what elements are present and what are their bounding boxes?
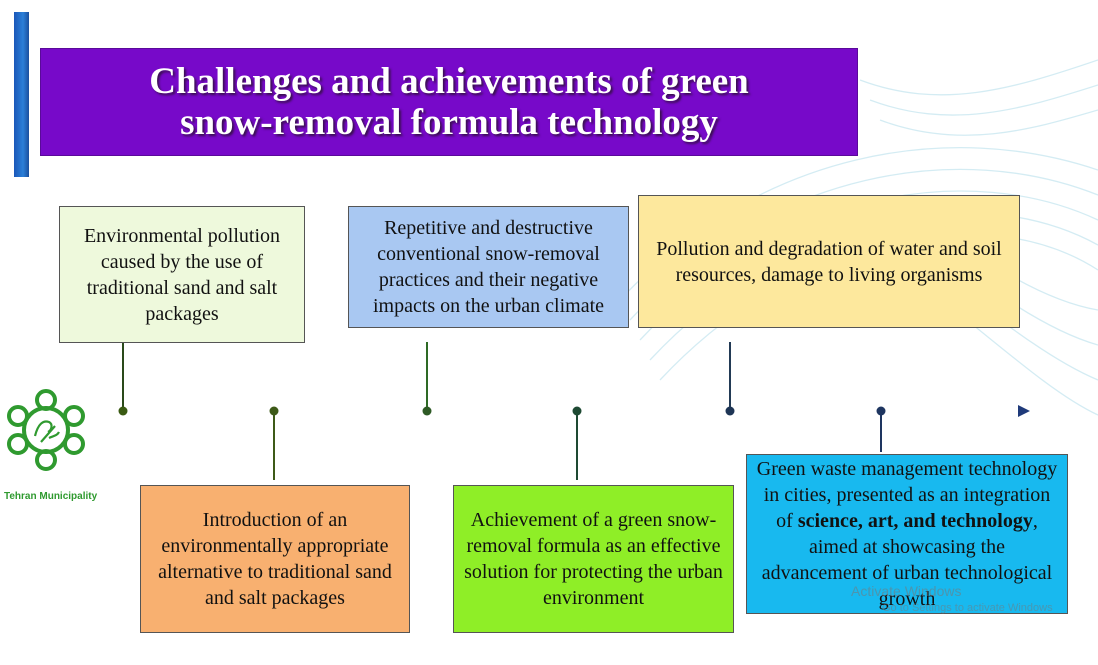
achievement-text-2: Achievement of a green snow-removal form…	[464, 509, 723, 609]
achievement-text-1: Introduction of an environmentally appro…	[158, 509, 392, 609]
timeline-node-4	[572, 406, 582, 416]
challenge-box-3: Pollution and degradation of water and s…	[638, 195, 1020, 328]
achievement-text-3-part-2: , aimed at showcasing the advancement of…	[761, 510, 1053, 610]
timeline-node-3	[422, 406, 432, 416]
achievement-text-3-part-1: Green waste management technology in cit…	[756, 458, 1058, 532]
challenge-box-2: Repetitive and destructive conventional …	[348, 206, 629, 328]
title-banner: Challenges and achievements of green sno…	[40, 48, 858, 156]
activate-windows-subtext: Go to Settings to activate Windows	[882, 602, 1053, 614]
timeline-node-5	[725, 406, 735, 416]
achievement-text-3-bold: science, art, and technology	[797, 510, 1033, 532]
challenge-text-3: Pollution and degradation of water and s…	[656, 237, 1002, 286]
achievement-text-3: Green waste management technology in cit…	[755, 456, 1059, 612]
timeline-node-2	[269, 406, 279, 416]
diagram-title: Challenges and achievements of green sno…	[149, 61, 749, 143]
challenge-text-1: Environmental pollution caused by the us…	[83, 224, 281, 325]
achievement-box-3: Green waste management technology in cit…	[746, 454, 1068, 614]
achievement-box-2: Achievement of a green snow-removal form…	[453, 485, 734, 633]
achievement-box-1: Introduction of an environmentally appro…	[140, 485, 410, 633]
logo-label: Tehran Municipality	[4, 491, 98, 502]
tehran-municipality-logo-icon	[7, 389, 85, 471]
activate-windows-watermark: Activate Windows	[851, 583, 962, 599]
side-accent-bar	[14, 12, 29, 177]
timeline-node-1	[118, 406, 128, 416]
challenge-box-1: Environmental pollution caused by the us…	[59, 206, 305, 343]
challenge-text-2: Repetitive and destructive conventional …	[372, 217, 605, 317]
timeline-arrowhead	[1018, 405, 1030, 417]
timeline-node-6	[876, 406, 886, 416]
